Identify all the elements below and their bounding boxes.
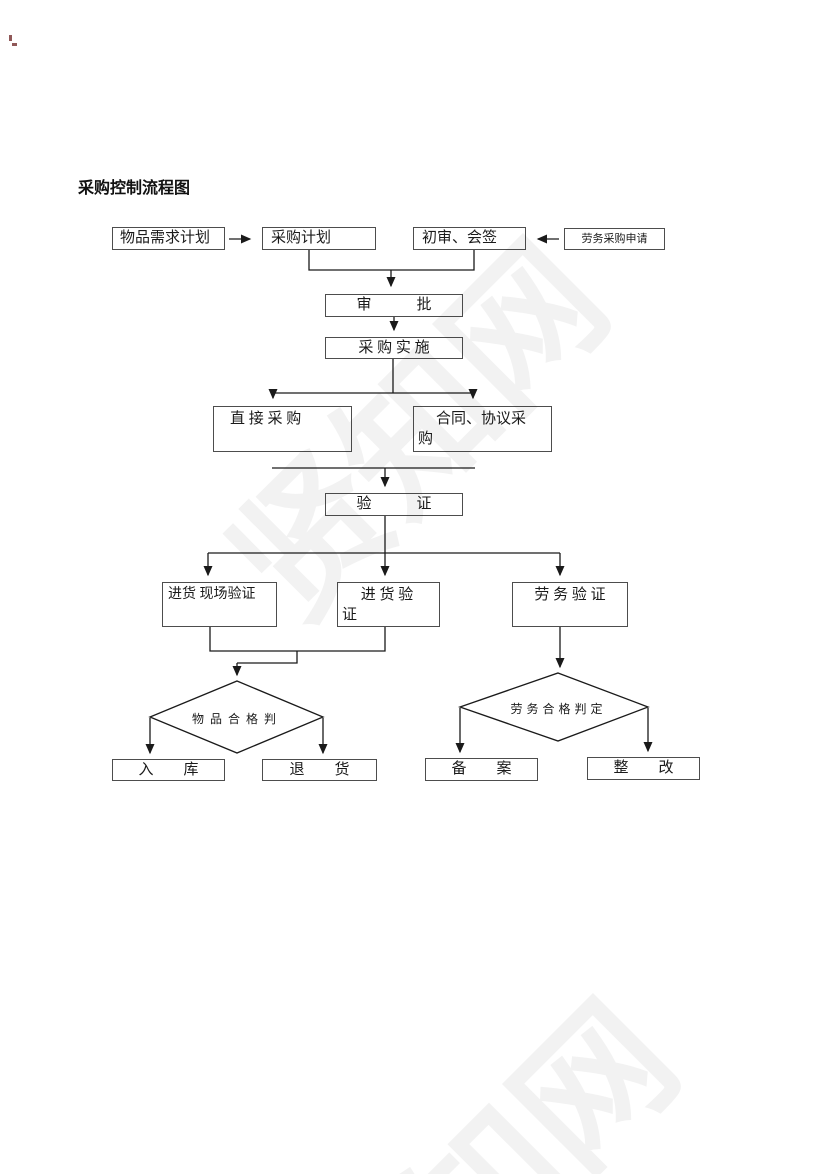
merge-plan-review: [308, 250, 475, 271]
merge-incoming: [209, 627, 386, 652]
node-return-goods: 退 货: [262, 759, 377, 781]
node-purchase-plan: 采购计划: [262, 227, 376, 250]
item-judgment-diamond: [148, 680, 325, 754]
scan-artifact: [9, 35, 12, 41]
node-warehouse-in: 入 库: [112, 759, 225, 781]
node-contract-agreement-purchase: 合同、协议采 购: [413, 406, 552, 452]
node-labor-verification: 劳 务 验 证: [512, 582, 628, 627]
node-purchase-implementation: 采 购 实 施: [325, 337, 463, 359]
node-incoming-site-verification: 进货 现场验证: [162, 582, 277, 627]
node-rectification: 整 改: [587, 757, 700, 780]
page-title: 采购控制流程图: [78, 180, 191, 197]
labor-judgment-label: 劳务合格判定: [510, 702, 607, 716]
jog-to-item-diamond: [237, 651, 298, 664]
node-direct-purchase: 直 接 采 购: [213, 406, 352, 452]
node-filing: 备 案: [425, 758, 538, 781]
labor-judgment-diamond: [458, 672, 650, 742]
node-incoming-verification: 进 货 验 证: [337, 582, 440, 627]
scan-artifact: [12, 43, 17, 46]
node-item-demand-plan: 物品需求计划: [112, 227, 225, 250]
node-initial-review-countersign: 初审、会签: [413, 227, 526, 250]
item-judgment-label: 物品合格判: [191, 712, 282, 726]
node-approval: 审 批: [325, 294, 463, 317]
node-labor-purchase-request: 劳务采购申请: [564, 228, 665, 250]
node-verification: 验 证: [325, 493, 463, 516]
split-impl: [273, 359, 473, 394]
split-verify: [208, 516, 560, 554]
